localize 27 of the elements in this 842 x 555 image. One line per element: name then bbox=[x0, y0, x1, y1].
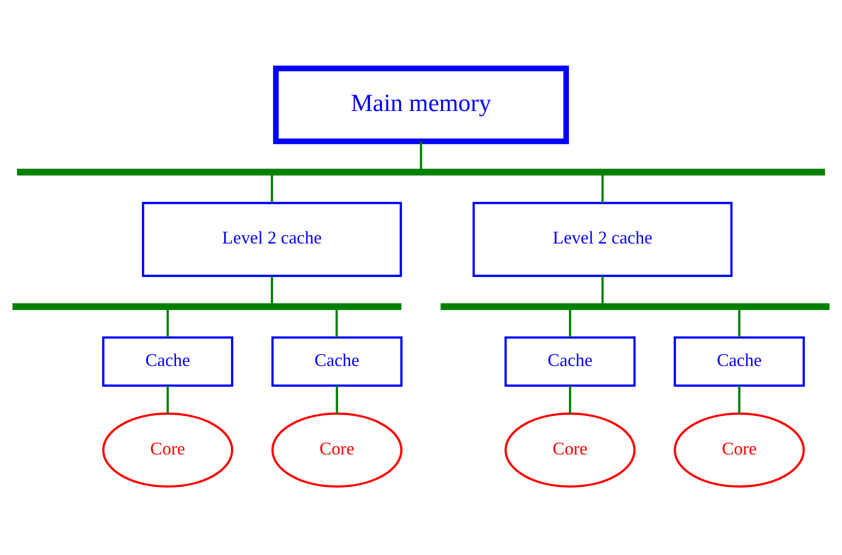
node-box: Cache bbox=[102, 336, 234, 387]
connector bbox=[601, 276, 604, 304]
node-ellipse: Core bbox=[271, 412, 402, 488]
node-box: Cache bbox=[271, 336, 402, 387]
node-ellipse: Core bbox=[674, 412, 805, 488]
node-box: Cache bbox=[674, 336, 805, 387]
node-box: Main memory bbox=[273, 66, 569, 144]
connector bbox=[336, 310, 338, 338]
node-bar bbox=[440, 303, 830, 310]
node-ellipse: Core bbox=[102, 412, 234, 488]
connector bbox=[270, 276, 274, 304]
node-ellipse: Core bbox=[504, 412, 636, 488]
node-box: Level 2 cache bbox=[142, 202, 402, 277]
node-box: Cache bbox=[504, 336, 636, 387]
connector bbox=[568, 310, 572, 338]
connector bbox=[166, 386, 169, 414]
connector bbox=[738, 386, 740, 414]
connector bbox=[166, 310, 169, 338]
connector bbox=[336, 386, 338, 414]
node-bar bbox=[12, 303, 402, 310]
node-box: Level 2 cache bbox=[472, 202, 733, 277]
connector bbox=[270, 175, 274, 203]
connector bbox=[738, 310, 740, 338]
connector bbox=[568, 386, 572, 414]
connector bbox=[420, 142, 422, 170]
node-bar bbox=[16, 168, 826, 176]
connector bbox=[601, 175, 604, 203]
